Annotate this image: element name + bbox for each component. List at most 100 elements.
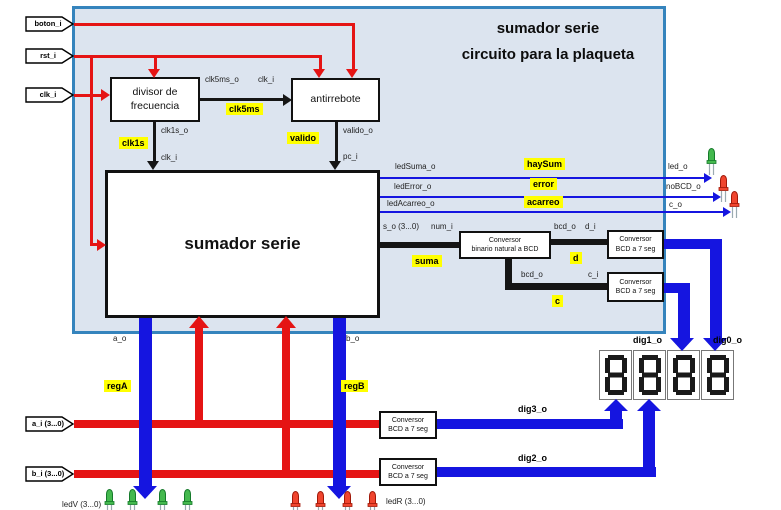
tag-shape-icon: [25, 48, 75, 64]
conv-bin-line1: Conversor: [488, 236, 522, 244]
arrowhead-dig1: [670, 338, 694, 351]
tag-label: clk_i: [39, 90, 57, 99]
wire-boton-h: [74, 23, 355, 26]
input-tag-boton_i: boton_i: [25, 16, 75, 32]
label-dig0_o: dig0_o: [713, 335, 743, 345]
label-b_o: b_o: [346, 334, 360, 343]
label-hl-d: d: [570, 252, 582, 264]
label-c_i: c_i: [588, 270, 599, 279]
arrowhead-clk5ms: [283, 94, 292, 106]
conv7d-line1: Conversor: [619, 236, 652, 244]
conv7dig3-line1: Conversor: [391, 416, 425, 424]
tag-shape-icon: [25, 87, 75, 103]
label-ledSuma_o: ledSuma_o: [395, 162, 436, 171]
bus-a_o: [139, 316, 152, 486]
wire-clk1s: [153, 122, 156, 162]
label-dig1_o: dig1_o: [633, 335, 663, 345]
wire-rst-h: [74, 55, 322, 58]
bus-c-v: [678, 283, 690, 339]
label-dig2_o: dig2_o: [518, 453, 548, 463]
label-hl-c: c: [552, 295, 564, 307]
display-digit-3: [599, 350, 632, 400]
bus-dig3-h: [437, 419, 623, 429]
wire-rst-v-antirrebote: [319, 55, 322, 69]
digit-8-icon: [638, 355, 661, 395]
bus-bcd-c-v: [505, 258, 512, 290]
conv7dig2-line2: BCD a 7 seg: [388, 473, 428, 480]
arrowhead-boton: [346, 69, 358, 78]
bus-regA-v: [195, 328, 203, 428]
conv7dig3-line2: BCD a 7 seg: [388, 426, 428, 433]
label-hl-regA: regA: [104, 380, 131, 392]
label-valido_o: valido_o: [343, 126, 373, 135]
arrowhead-clk1s: [147, 161, 159, 170]
label-d_i: d_i: [585, 222, 596, 231]
display-digit-2: [633, 350, 666, 400]
bus-bcd-c-h: [505, 283, 608, 290]
digit-8-icon: [604, 355, 627, 395]
label-hl-error: error: [530, 178, 558, 190]
bus-s_o: [380, 242, 460, 248]
block-conversor-7seg-c: Conversor BCD a 7 seg: [607, 272, 664, 302]
divisor-line2: frecuencia: [130, 99, 180, 112]
label-dig3_o: dig3_o: [518, 404, 548, 414]
arrowhead-dig2: [637, 399, 661, 411]
led-red-icon: [367, 490, 378, 510]
arrowhead-rst-sumador: [97, 239, 106, 251]
led-red-icon: [315, 490, 326, 510]
arrowhead-valido: [329, 161, 341, 170]
block-conversor-7seg-d: Conversor BCD a 7 seg: [607, 230, 664, 259]
arrowhead-ledSuma: [704, 173, 712, 183]
label-hl-regB: regB: [341, 380, 368, 392]
label-c_o: c_o: [669, 200, 682, 209]
tag-shape-icon: [25, 416, 75, 432]
bus-c-h: [660, 283, 690, 293]
title-line2: circuito para la plaqueta: [461, 46, 635, 63]
label-clk5ms_o: clk5ms_o: [205, 75, 239, 84]
block-conversor-7seg-dig2: Conversor BCD a 7 seg: [379, 458, 437, 486]
arrowhead-regB: [276, 316, 296, 328]
sumador-label: sumador serie: [184, 234, 301, 254]
label-hl-haySum: haySum: [524, 158, 566, 170]
wire-ledAcarreo: [380, 211, 725, 213]
block-antirrebote: antirrebote: [291, 78, 380, 122]
diagram-title: sumador serie circuito para la plaqueta: [428, 16, 668, 68]
digit-8-icon: [706, 355, 729, 395]
tag-label: rst_i: [40, 51, 56, 60]
block-conversor-bin-bcd: Conversor binario natural a BCD: [459, 231, 551, 259]
digit-8-icon: [672, 355, 695, 395]
block-conversor-7seg-dig3: Conversor BCD a 7 seg: [379, 411, 437, 439]
label-bcd_o-c: bcd_o: [521, 270, 543, 279]
arrowhead-regA: [189, 316, 209, 328]
label-num_i: num_i: [431, 222, 453, 231]
input-tag-a_i: a_i (3...0): [25, 416, 75, 432]
conv7c-line1: Conversor: [619, 278, 652, 286]
label-hl-clk5ms: clk5ms: [226, 103, 263, 115]
arrowhead-ledAcarreo: [723, 207, 731, 217]
led-red-icon: [729, 190, 740, 219]
arrowhead-rst-antirrebote: [313, 69, 325, 78]
led-green-icon: [182, 488, 193, 510]
label-ledAcarreo_o: ledAcarreo_o: [387, 199, 435, 208]
wire-rst-v-divisor: [154, 55, 157, 69]
conv-bin-line2: binario natural a BCD: [471, 246, 539, 253]
label-noBCD_o: noBCD_o: [666, 182, 701, 191]
wire-clk-h: [74, 94, 102, 97]
led-green-icon: [127, 488, 138, 510]
bus-b_i: [74, 470, 379, 478]
arrowhead-dig0: [703, 338, 727, 351]
title-line1: sumador serie: [496, 20, 600, 37]
wire-boton-v: [352, 23, 355, 69]
label-bcd_o-d: bcd_o: [554, 222, 576, 231]
label-clk1s_o: clk1s_o: [161, 126, 189, 135]
input-tag-rst_i: rst_i: [25, 48, 75, 64]
label-hl-acarreo: acarreo: [524, 196, 563, 208]
conv7dig2-line1: Conversor: [391, 463, 425, 471]
tag-shape-icon: [25, 16, 75, 32]
bus-dig2-h: [437, 467, 656, 477]
led-green-icon: [104, 488, 115, 510]
bus-b_o: [333, 316, 346, 486]
bus-dig2-v: [643, 411, 655, 477]
label-s_o: s_o (3...0): [383, 222, 420, 231]
